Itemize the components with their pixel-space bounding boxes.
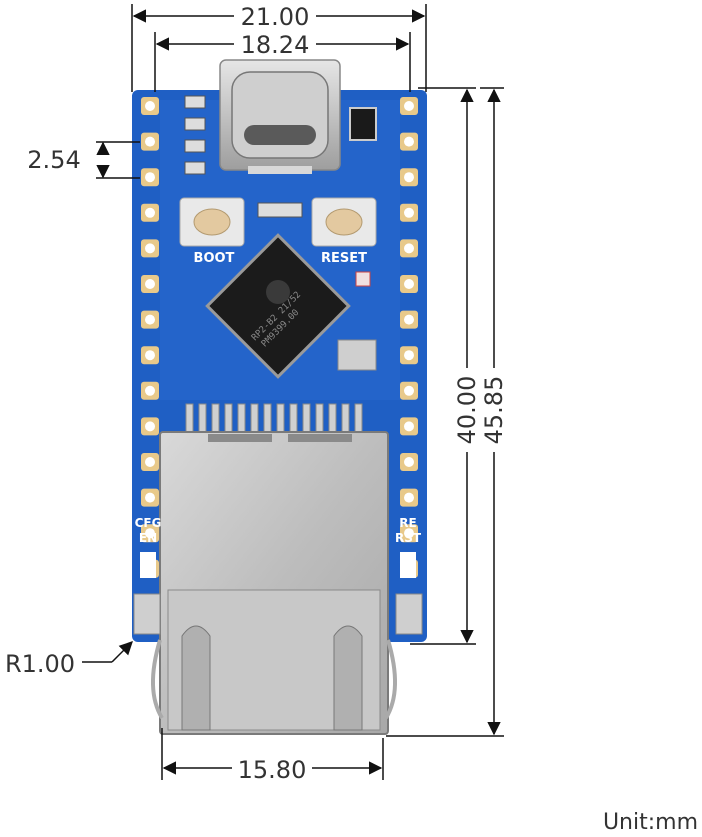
contact-finger xyxy=(250,403,259,435)
smd-resistor-column xyxy=(184,95,206,175)
pin-pad-hole xyxy=(145,421,155,432)
contact-finger xyxy=(276,403,285,435)
rj45-jack xyxy=(151,431,397,735)
pin-pad-hole xyxy=(145,172,155,183)
dim-pin-pitch: 2.54 xyxy=(27,141,140,179)
left-pin-header xyxy=(141,97,159,614)
pin-pad-hole xyxy=(145,243,155,254)
pin-pad-hole xyxy=(145,207,155,218)
re-rst-jumper xyxy=(400,552,416,578)
corner-radius-value: R1.00 xyxy=(5,650,75,678)
boot-label: BOOT xyxy=(194,251,235,266)
contact-finger xyxy=(341,403,350,435)
contact-finger xyxy=(237,403,246,435)
pin-pad-hole xyxy=(145,457,155,467)
dim-board-length: 40.00 xyxy=(410,87,481,645)
pin-pad-hole xyxy=(404,385,414,396)
boot-button[interactable] xyxy=(179,197,245,247)
pin-pad-hole xyxy=(404,421,414,432)
status-led xyxy=(355,271,371,287)
en-label: EN xyxy=(139,531,157,545)
dim-total-length: 45.85 xyxy=(386,87,508,737)
pin-pad-hole xyxy=(404,136,414,147)
pin-pad-hole xyxy=(404,492,414,503)
rp2040-chip: RP2-B2 21/52 PM9399.00 xyxy=(205,233,351,379)
pin-pad-hole xyxy=(145,528,155,539)
contact-finger xyxy=(185,403,194,435)
contact-finger xyxy=(354,403,363,435)
pin-pad-hole xyxy=(404,172,414,183)
rj45-mount-tab-left xyxy=(133,593,161,635)
contact-finger xyxy=(224,403,233,435)
pin-pad-hole xyxy=(145,350,155,361)
pin-pad-hole xyxy=(145,492,155,503)
re-label: RE xyxy=(399,516,416,530)
reset-button[interactable] xyxy=(311,197,377,247)
pin-pad-hole xyxy=(145,279,155,289)
total-length-value: 45.85 xyxy=(480,376,508,445)
rj45-mount-tab-right xyxy=(395,593,423,635)
pin-pad-hole xyxy=(404,243,414,254)
pin-pad-hole xyxy=(145,314,155,325)
diode-component xyxy=(349,107,377,141)
pin-pad-hole xyxy=(404,314,414,325)
pin-pad-hole xyxy=(404,350,414,361)
pin-pad-hole xyxy=(145,136,155,147)
cfg-label: CFG xyxy=(135,516,162,530)
overall-width-value: 21.00 xyxy=(241,3,310,31)
board-length-value: 40.00 xyxy=(453,376,481,445)
cfg-en-jumper xyxy=(140,552,156,578)
unit-label: Unit:mm xyxy=(602,810,698,835)
contact-finger xyxy=(198,403,207,435)
rst-label: RST xyxy=(395,531,422,545)
dim-corner-radius: R1.00 xyxy=(5,641,133,678)
pin-pitch-value: 2.54 xyxy=(27,146,80,174)
usb-c-connector xyxy=(219,59,341,174)
crystal-oscillator xyxy=(337,339,377,371)
contact-finger xyxy=(263,403,272,435)
contact-finger xyxy=(302,403,311,435)
smd-cap-row xyxy=(257,202,303,218)
pin-pad-hole xyxy=(404,101,414,111)
dim-rj45-width: 15.80 xyxy=(161,728,384,784)
contact-finger xyxy=(315,403,324,435)
contact-finger xyxy=(289,403,298,435)
pin-pad-hole xyxy=(404,279,414,289)
pin-pad-hole xyxy=(404,207,414,218)
rj45-width-value: 15.80 xyxy=(238,756,307,784)
contact-finger xyxy=(211,403,220,435)
contact-finger xyxy=(328,403,337,435)
pin-pad-hole xyxy=(145,101,155,111)
dim-overall-width: 21.00 xyxy=(131,2,427,92)
pin-pad-hole xyxy=(404,457,414,467)
reset-label: RESET xyxy=(321,251,367,266)
pin-pad-hole xyxy=(145,385,155,396)
pin-pad-hole xyxy=(404,528,414,539)
dim-pin-row-spacing: 18.24 xyxy=(154,31,411,92)
pin-row-spacing-value: 18.24 xyxy=(241,31,310,59)
